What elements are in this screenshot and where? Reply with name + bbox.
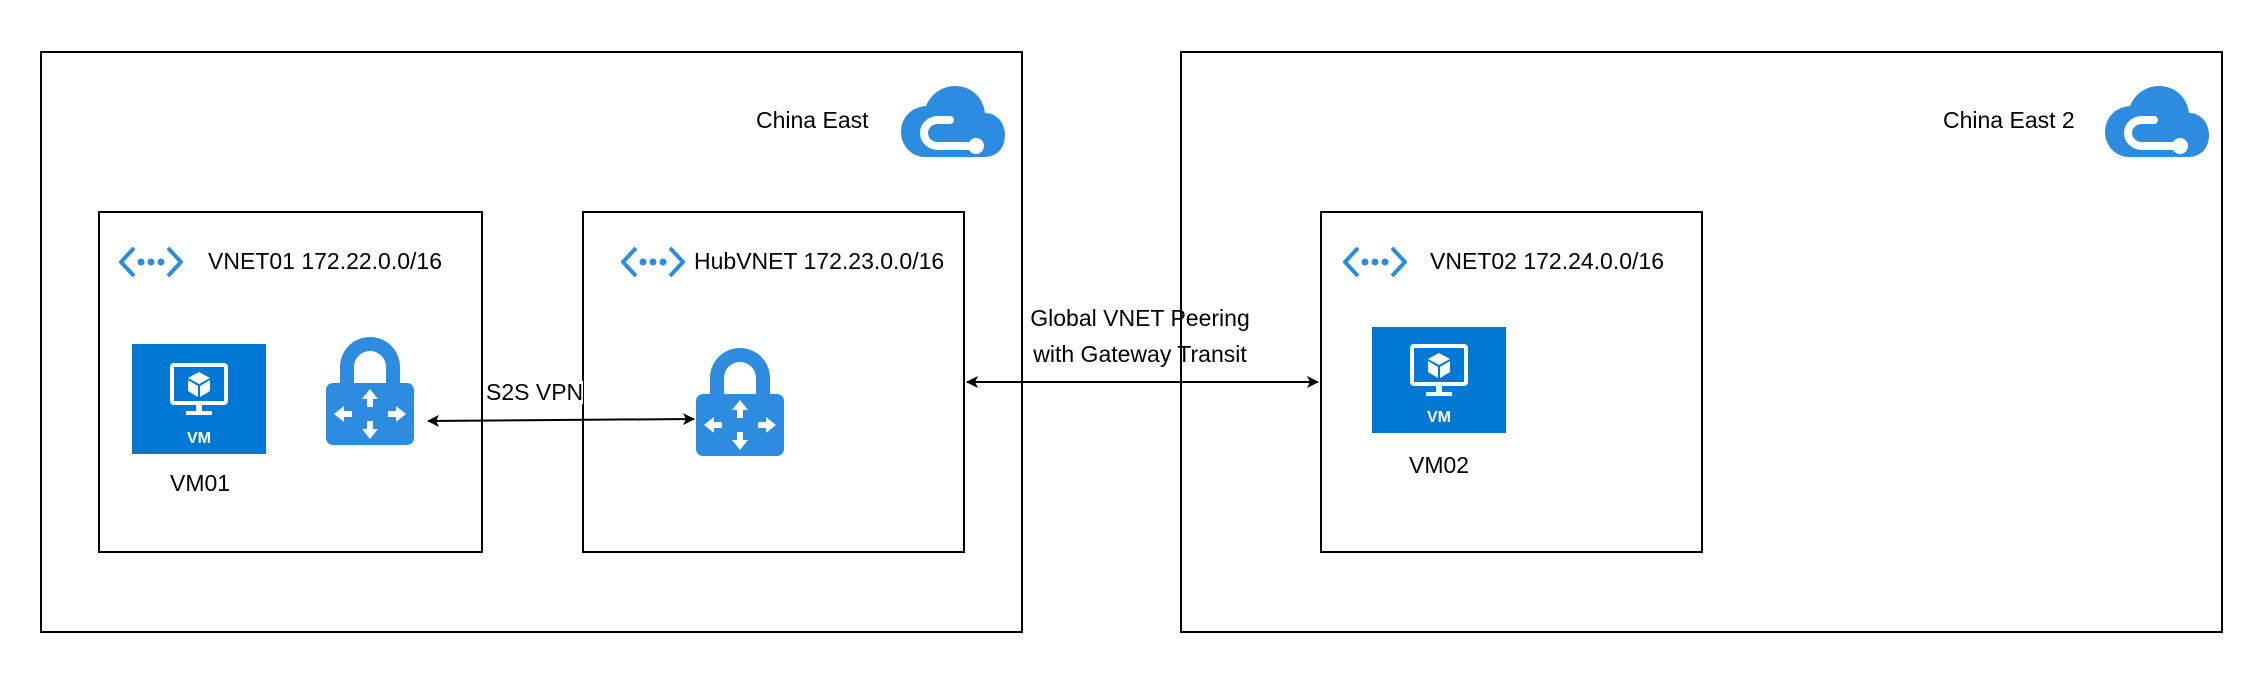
s2s-vpn-connector <box>427 413 695 427</box>
vm-tile-label: VM <box>187 430 211 447</box>
global-peering-label: Global VNET Peering with Gateway Transit <box>980 300 1300 372</box>
vnet-label-vnet01: VNET01 172.22.0.0/16 <box>208 248 442 274</box>
vm02-tile: VM <box>1372 327 1506 433</box>
vnet-label-vnet02: VNET02 172.24.0.0/16 <box>1430 248 1664 274</box>
vpn-gateway-icon <box>326 337 414 445</box>
global-peering-label-line2: with Gateway Transit <box>1033 341 1247 367</box>
virtual-machine-icon <box>1410 344 1468 396</box>
s2s-vpn-label: S2S VPN <box>486 379 584 405</box>
vpn-gateway-icon <box>696 348 784 456</box>
region-label-china-east-2: China East 2 <box>1943 107 2075 133</box>
azure-cloud-icon <box>2105 86 2209 157</box>
vm01-tile: VM <box>132 344 266 454</box>
vm01-label: VM01 <box>170 470 231 496</box>
region-label-china-east: China East <box>756 107 869 133</box>
vm02-label: VM02 <box>1409 452 1470 478</box>
azure-cloud-icon <box>901 86 1005 157</box>
vm-tile-label: VM <box>1427 409 1451 426</box>
vnet-icon <box>119 246 183 278</box>
vnet-icon <box>621 246 685 278</box>
vnet-icon <box>1343 246 1407 278</box>
vnet-box-hubvnet <box>582 211 965 553</box>
global-peering-label-line1: Global VNET Peering <box>1030 305 1250 331</box>
virtual-machine-icon <box>170 363 228 415</box>
vnet-label-hubvnet: HubVNET 172.23.0.0/16 <box>694 248 945 274</box>
